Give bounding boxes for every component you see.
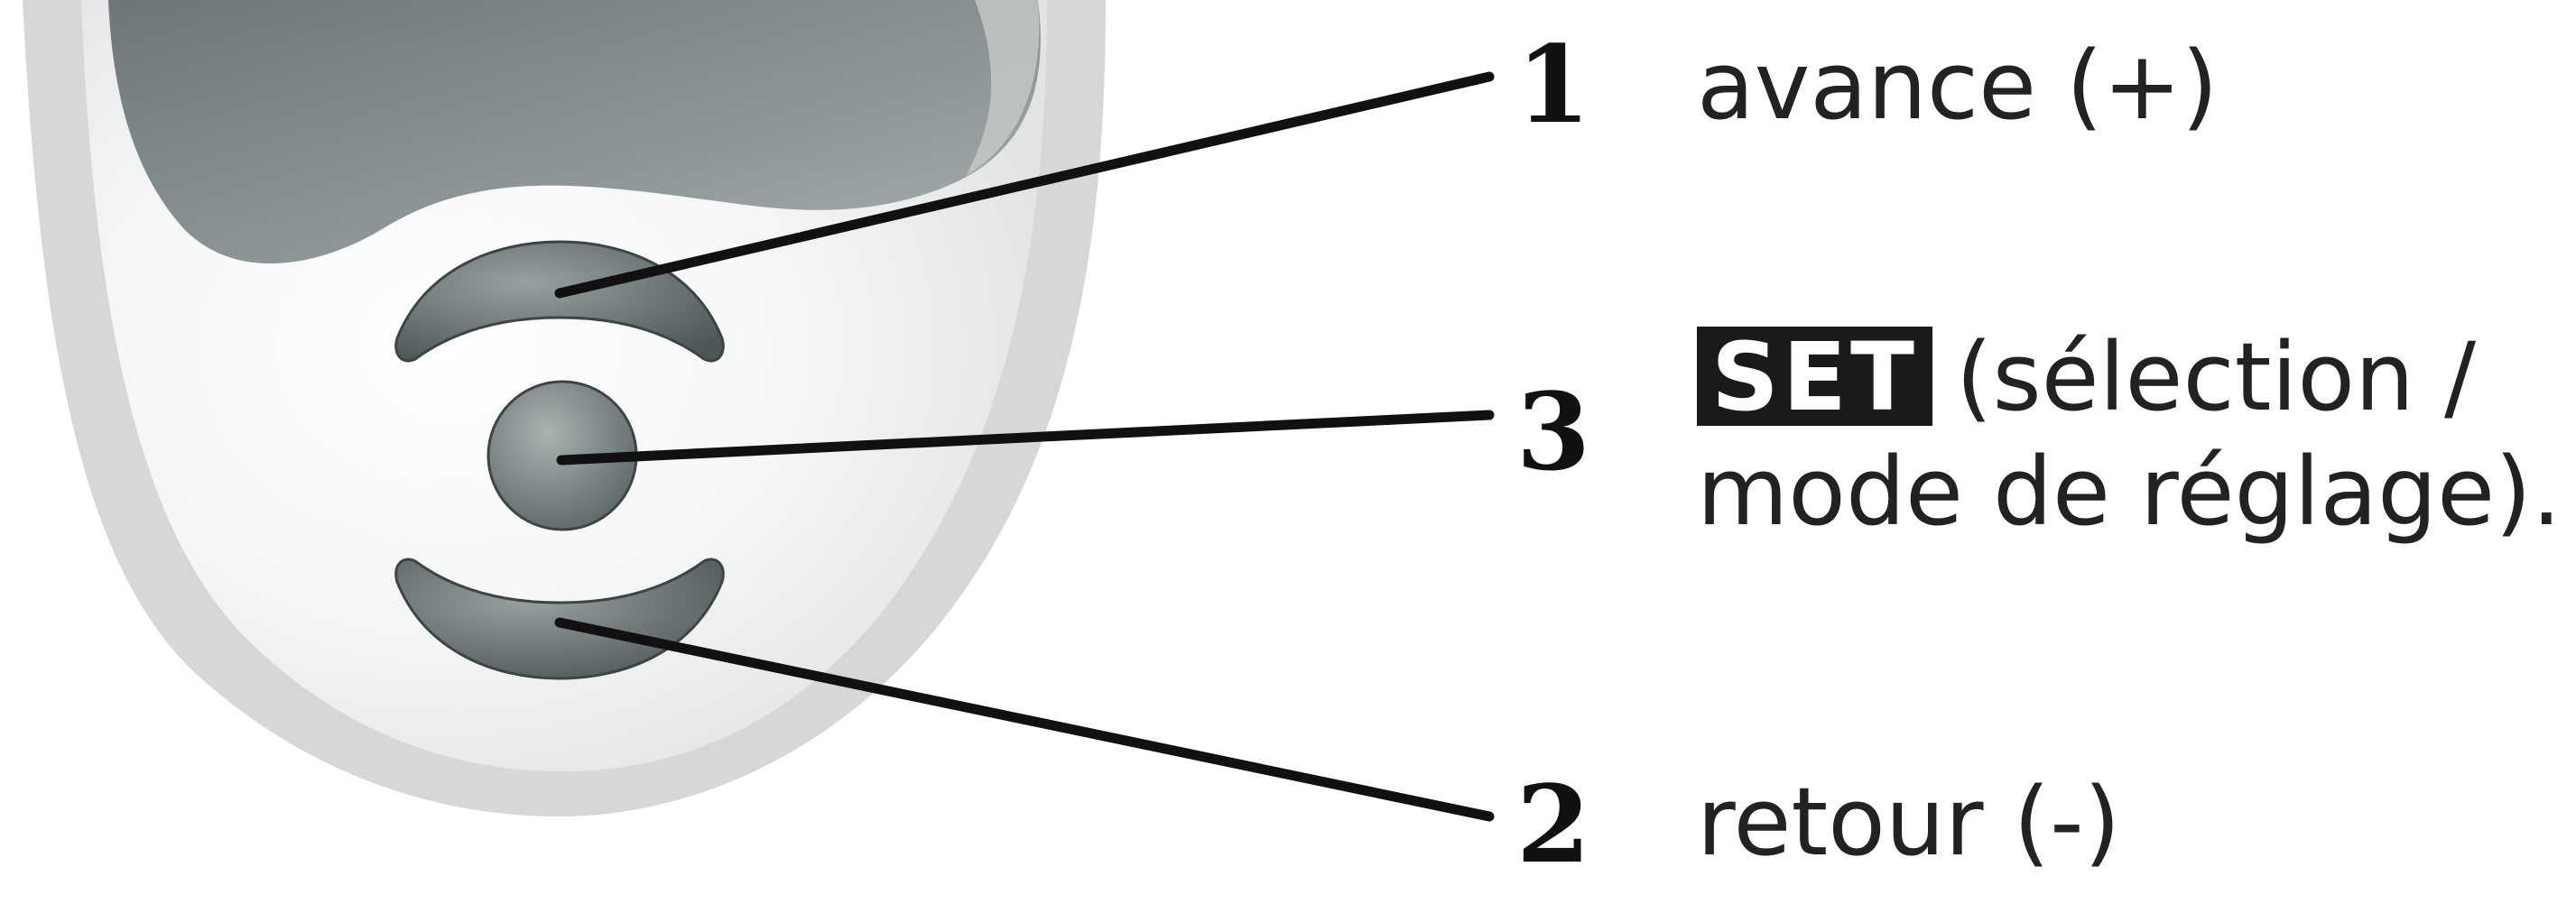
callout-label-set: SET(sélection / mode de réglage). <box>1697 320 2562 549</box>
callout-number-1: 1 <box>1516 32 1590 138</box>
set-badge: SET <box>1697 327 1932 426</box>
set-label-line-1: SET(sélection / <box>1697 320 2562 435</box>
set-label-line-2: mode de réglage). <box>1697 435 2562 549</box>
callout-number-2: 2 <box>1516 771 1590 878</box>
callout-number-3: 3 <box>1516 379 1590 485</box>
callout-label-minus: retour (-) <box>1697 765 2120 880</box>
set-label-text-1: (sélection / <box>1956 322 2476 432</box>
callout-label-plus: avance (+) <box>1697 29 2218 143</box>
